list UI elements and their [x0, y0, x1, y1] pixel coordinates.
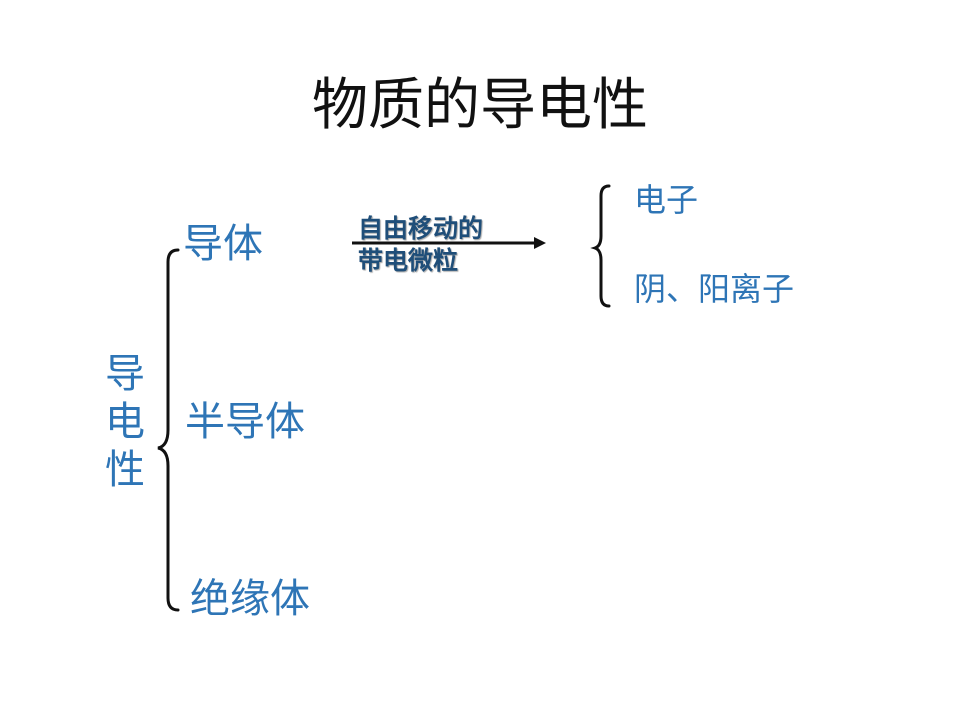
- category-semiconductor: 半导体: [185, 399, 305, 445]
- arrow-head: [534, 237, 546, 249]
- vertical-char: 性: [105, 447, 145, 493]
- slide-title: 物质的导电性: [312, 73, 648, 138]
- carrier-ions: 阴、阳离子: [634, 270, 795, 308]
- arrow-label: 自由移动的 带电微粒: [358, 213, 483, 277]
- arrow-label-line2: 带电微粒: [358, 246, 459, 275]
- small-curly-bracket: [590, 184, 611, 308]
- category-conductor: 导体: [183, 221, 263, 267]
- carrier-electron: 电子: [634, 181, 699, 219]
- main-curly-bracket: [157, 248, 180, 612]
- vertical-label-conductivity: 导 电 性: [100, 350, 150, 494]
- vertical-char: 导: [105, 351, 145, 397]
- category-insulator: 绝缘体: [190, 576, 310, 622]
- vertical-char: 电: [105, 399, 145, 445]
- arrow-label-line1: 自由移动的: [358, 214, 484, 243]
